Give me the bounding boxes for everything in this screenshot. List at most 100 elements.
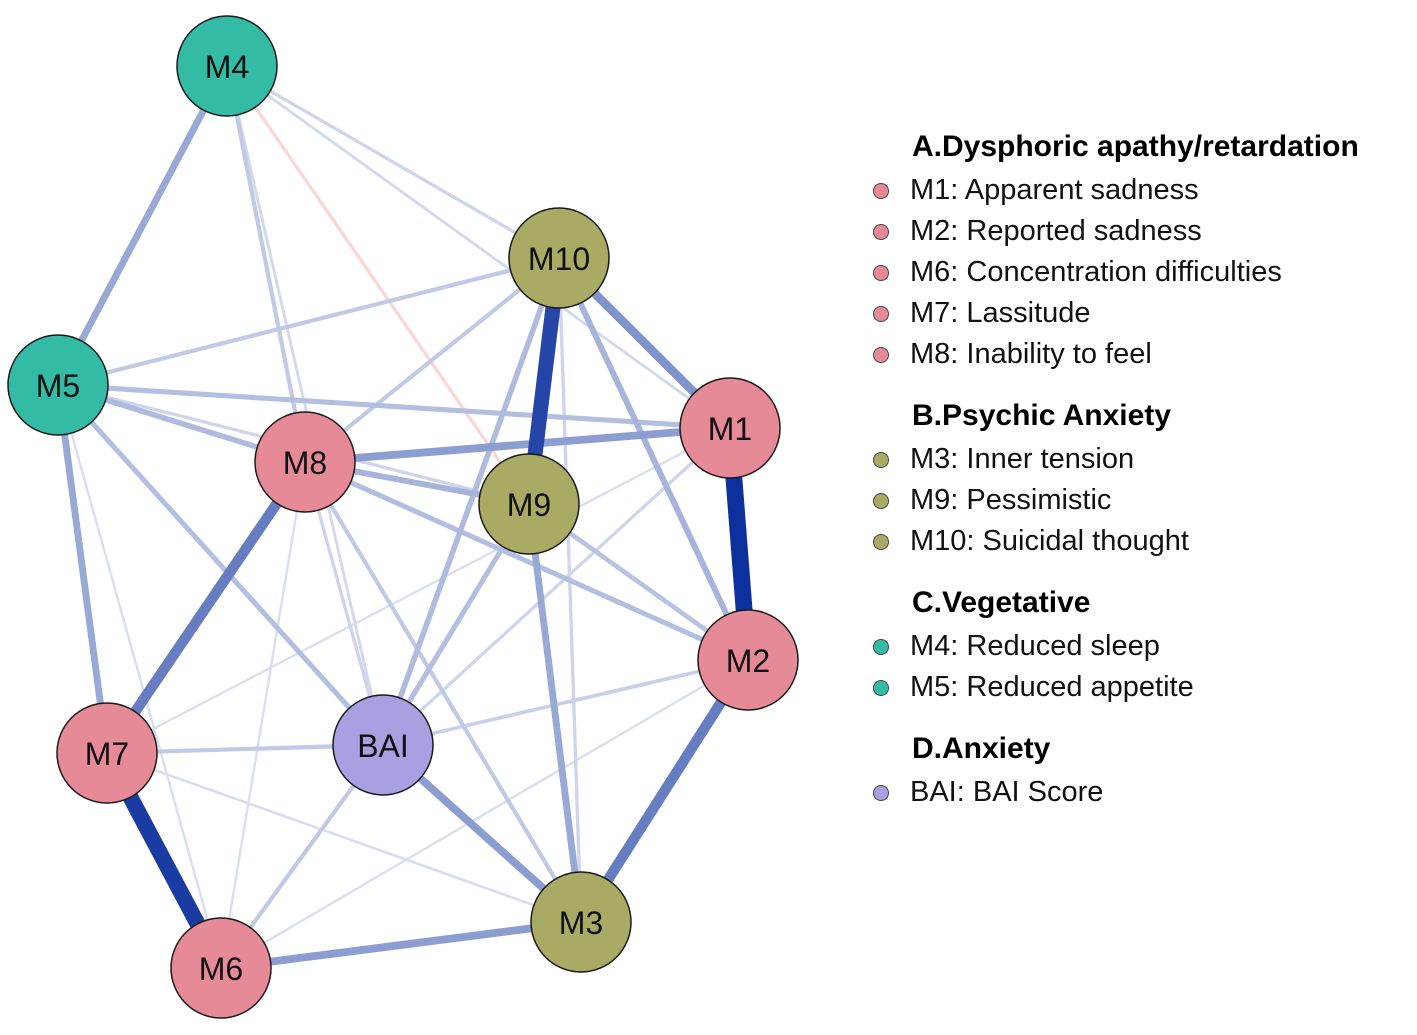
- edge-m4-m5: [54, 62, 231, 389]
- legend-item: M3: Inner tension: [868, 439, 1408, 480]
- legend-dot-icon: [873, 679, 889, 696]
- node-m8: M8: [254, 411, 356, 513]
- edge-m4-m9: [225, 64, 531, 506]
- edge-m4-m10: [225, 64, 561, 260]
- legend-dot-icon: [873, 533, 889, 550]
- node-label: M2: [726, 643, 770, 679]
- legend-item: M1: Apparent sadness: [868, 170, 1408, 211]
- legend-item: M4: Reduced sleep: [868, 626, 1408, 667]
- node-label: M1: [708, 411, 752, 447]
- legend-group-title: C.Vegetative: [912, 586, 1091, 619]
- legend-item-label: BAI: BAI Score: [910, 776, 1104, 808]
- edge-m5-m6: [56, 383, 223, 970]
- node-circle: [7, 334, 109, 436]
- node-label: BAI: [357, 728, 409, 764]
- legend-item-label: M2: Reported sadness: [910, 215, 1202, 247]
- edge-m8-m7: [101, 456, 311, 759]
- edge-m10-m2: [556, 255, 751, 663]
- node-circle: [508, 207, 610, 309]
- edge-m6-m2: [219, 658, 750, 970]
- legend-group-title: A.Dysphoric apathy/retardation: [912, 130, 1359, 163]
- node-circle: [530, 871, 632, 973]
- edge-m9-m3: [525, 500, 585, 926]
- legend-group-title: B.Psychic Anxiety: [912, 399, 1171, 432]
- node-m7: M7: [56, 702, 158, 804]
- legend-item-label: M7: Lassitude: [910, 297, 1091, 329]
- node-circle: [679, 377, 781, 479]
- node-circle: [478, 453, 580, 555]
- edge-m5-bai: [55, 382, 386, 748]
- legend-dot-icon: [873, 182, 889, 199]
- legend-dot-icon: [873, 784, 889, 801]
- edge-m6-m3: [217, 918, 585, 972]
- node-m5: M5: [7, 334, 109, 436]
- legend-dot-icon: [873, 223, 889, 240]
- legend-item-label: M10: Suicidal thought: [910, 525, 1189, 557]
- node-circle: [56, 702, 158, 804]
- legend-dot-icon: [873, 451, 889, 468]
- node-circle: [170, 917, 272, 1019]
- legend-item-label: M5: Reduced appetite: [910, 671, 1194, 703]
- legend-dot-icon: [873, 346, 889, 363]
- node-m3: M3: [530, 871, 632, 973]
- edge-m8-m3: [302, 459, 584, 925]
- legend-item-label: M4: Reduced sleep: [910, 630, 1160, 662]
- legend-item: M8: Inability to feel: [868, 334, 1408, 375]
- legend-item: M7: Lassitude: [868, 293, 1408, 334]
- edge-m1-m7: [105, 426, 732, 755]
- legend-item: M9: Pessimistic: [868, 480, 1408, 521]
- node-m1: M1: [679, 377, 781, 479]
- legend-item: M2: Reported sadness: [868, 211, 1408, 252]
- legend-item-label: M6: Concentration difficulties: [910, 256, 1282, 288]
- legend-item: M6: Concentration difficulties: [868, 252, 1408, 293]
- node-circle: [332, 694, 434, 796]
- legend-item-label: M3: Inner tension: [910, 443, 1135, 475]
- edge-m2-m3: [575, 654, 754, 928]
- edge-m7-m3: [105, 751, 583, 924]
- legend-item: M5: Reduced appetite: [868, 667, 1408, 708]
- edge-m8-m2: [302, 459, 751, 663]
- edge-m4-m1: [225, 64, 732, 430]
- node-label: M6: [199, 951, 243, 987]
- edge-m10-m3: [557, 256, 583, 924]
- edge-bai-m2: [381, 658, 750, 747]
- legend-item: M10: Suicidal thought: [868, 521, 1408, 562]
- edge-m10-m8: [302, 255, 562, 465]
- node-label: M9: [507, 487, 551, 523]
- node-m4: M4: [176, 15, 278, 117]
- edge-m4-bai: [225, 64, 385, 747]
- edge-m4-m8: [224, 63, 308, 465]
- edge-m10-bai: [380, 255, 562, 748]
- node-m9: M9: [478, 453, 580, 555]
- legend-item-label: M8: Inability to feel: [910, 338, 1152, 370]
- node-circle: [254, 411, 356, 513]
- node-label: M3: [559, 905, 603, 941]
- node-m2: M2: [697, 609, 799, 711]
- legend-dot-icon: [873, 492, 889, 509]
- legend-dot-icon: [873, 305, 889, 322]
- edge-m10-m5: [55, 255, 562, 388]
- legend-dot-icon: [873, 264, 889, 281]
- node-circle: [176, 15, 278, 117]
- legend-item: BAI: BAI Score: [868, 772, 1408, 813]
- node-label: M8: [283, 445, 327, 481]
- node-circle: [697, 609, 799, 711]
- legend-dot-icon: [873, 638, 889, 655]
- legend-group-title: D.Anxiety: [912, 732, 1051, 765]
- node-m6: M6: [170, 917, 272, 1019]
- node-m10: M10: [508, 207, 610, 309]
- edge-layer: [54, 62, 757, 976]
- node-label: M4: [205, 49, 249, 85]
- node-label: M5: [36, 368, 80, 404]
- edge-m5-m1: [55, 382, 733, 431]
- edge-m8-m6: [219, 460, 307, 970]
- edge-m8-m1: [301, 424, 734, 466]
- node-label: M7: [85, 736, 129, 772]
